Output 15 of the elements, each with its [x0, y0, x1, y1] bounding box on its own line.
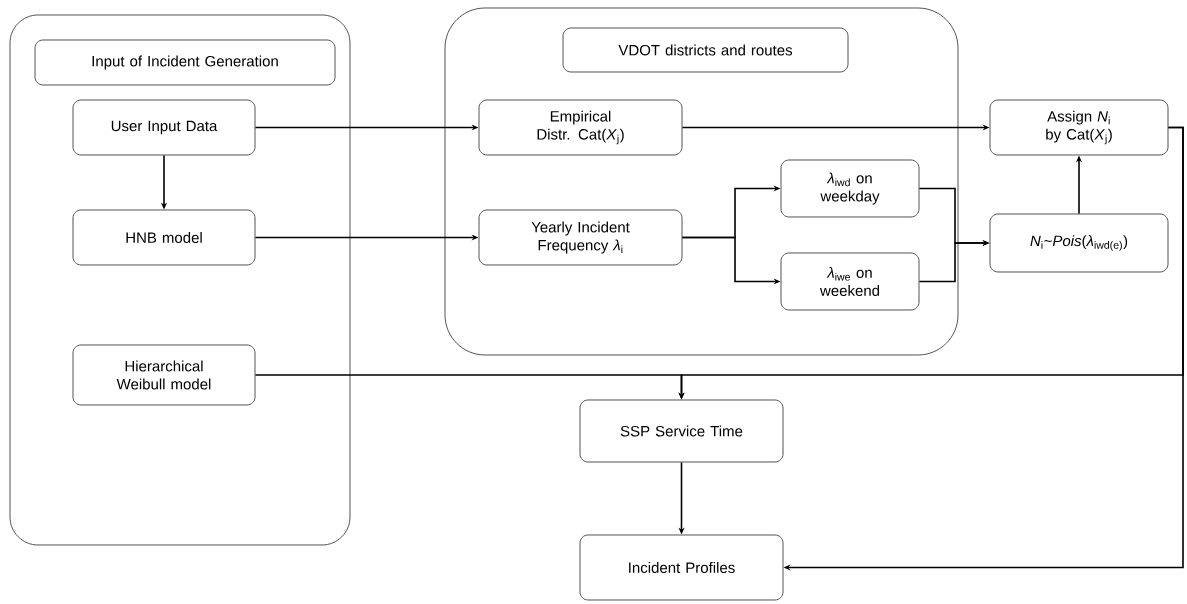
- process-box: Assign N$_{i}$ by Cat(X$_{j}$): [989, 99, 1169, 156]
- process-box: SSP Service Time: [579, 399, 784, 463]
- header-box: VDOT districts and routes: [562, 27, 849, 73]
- process-box: Yearly Incident Frequency λ$_{i}$: [478, 209, 683, 266]
- process-box: HNB model: [72, 209, 256, 266]
- process-box: Hierarchical Weibull model: [72, 344, 256, 406]
- group-panel: [444, 7, 959, 356]
- process-box: λ$_{iwd}$ on weekday: [780, 159, 920, 218]
- process-box: λ$_{iwe}$ on weekend: [780, 252, 920, 311]
- group-panel: [9, 14, 351, 546]
- process-box: Incident Profiles: [579, 534, 784, 601]
- process-box: User Input Data: [72, 99, 256, 156]
- header-box: Input of Incident Generation: [34, 39, 336, 86]
- process-box: Empirical Distr. Cat(X$_{j}$): [478, 99, 683, 156]
- process-box: N$_{i}$~Pois(λ$_{iwd(e)}$): [989, 213, 1169, 273]
